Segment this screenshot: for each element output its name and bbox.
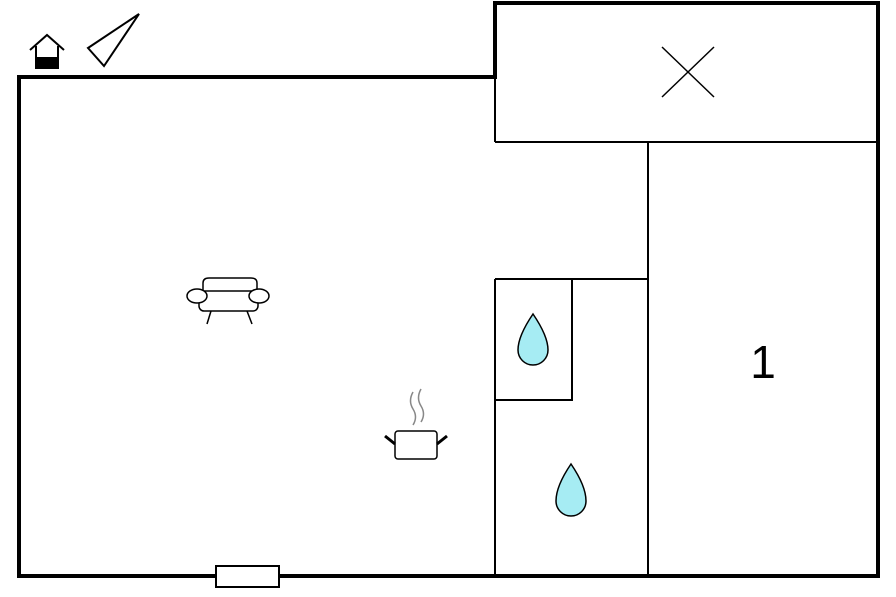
water-drop-icon — [555, 462, 587, 517]
cooking-pot-icon — [384, 388, 448, 460]
sofa-icon — [186, 277, 270, 325]
outer-walls — [17, 1, 880, 578]
window — [215, 565, 280, 588]
water-drop-icon — [517, 312, 549, 366]
cross-icon — [661, 46, 715, 98]
room-number-label: 1 — [750, 336, 776, 388]
entrance-house-icon — [29, 33, 65, 69]
compass-triangle-icon — [86, 13, 140, 68]
interior-walls — [494, 77, 878, 576]
